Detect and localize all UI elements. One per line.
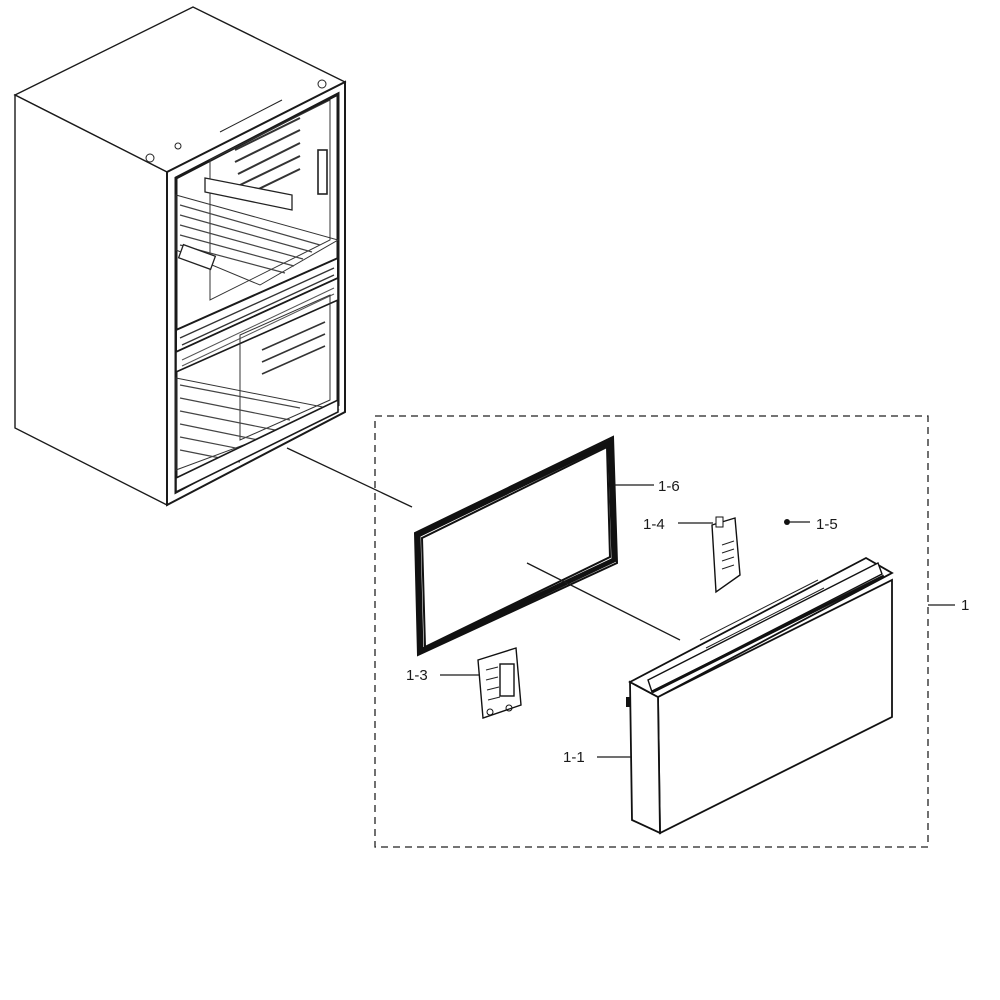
hinge-right bbox=[711, 516, 741, 594]
drawer-door bbox=[626, 556, 894, 835]
assembly-boundary bbox=[374, 415, 929, 848]
callout-1-3: 1-3 bbox=[406, 667, 428, 684]
callout-1-6: 1-6 bbox=[658, 478, 680, 495]
door-gasket bbox=[413, 435, 619, 657]
callout-1-4: 1-4 bbox=[643, 516, 665, 533]
leader-gasket-to-door bbox=[526, 562, 681, 641]
callout-1-1: 1-1 bbox=[563, 749, 585, 766]
refrigerator-cabinet bbox=[13, 6, 347, 507]
callout-1: 1 bbox=[961, 597, 969, 614]
hinge-left bbox=[477, 647, 522, 719]
screw bbox=[784, 519, 810, 525]
callout-1-5: 1-5 bbox=[816, 516, 838, 533]
leader-cabinet-to-gasket bbox=[286, 447, 413, 508]
